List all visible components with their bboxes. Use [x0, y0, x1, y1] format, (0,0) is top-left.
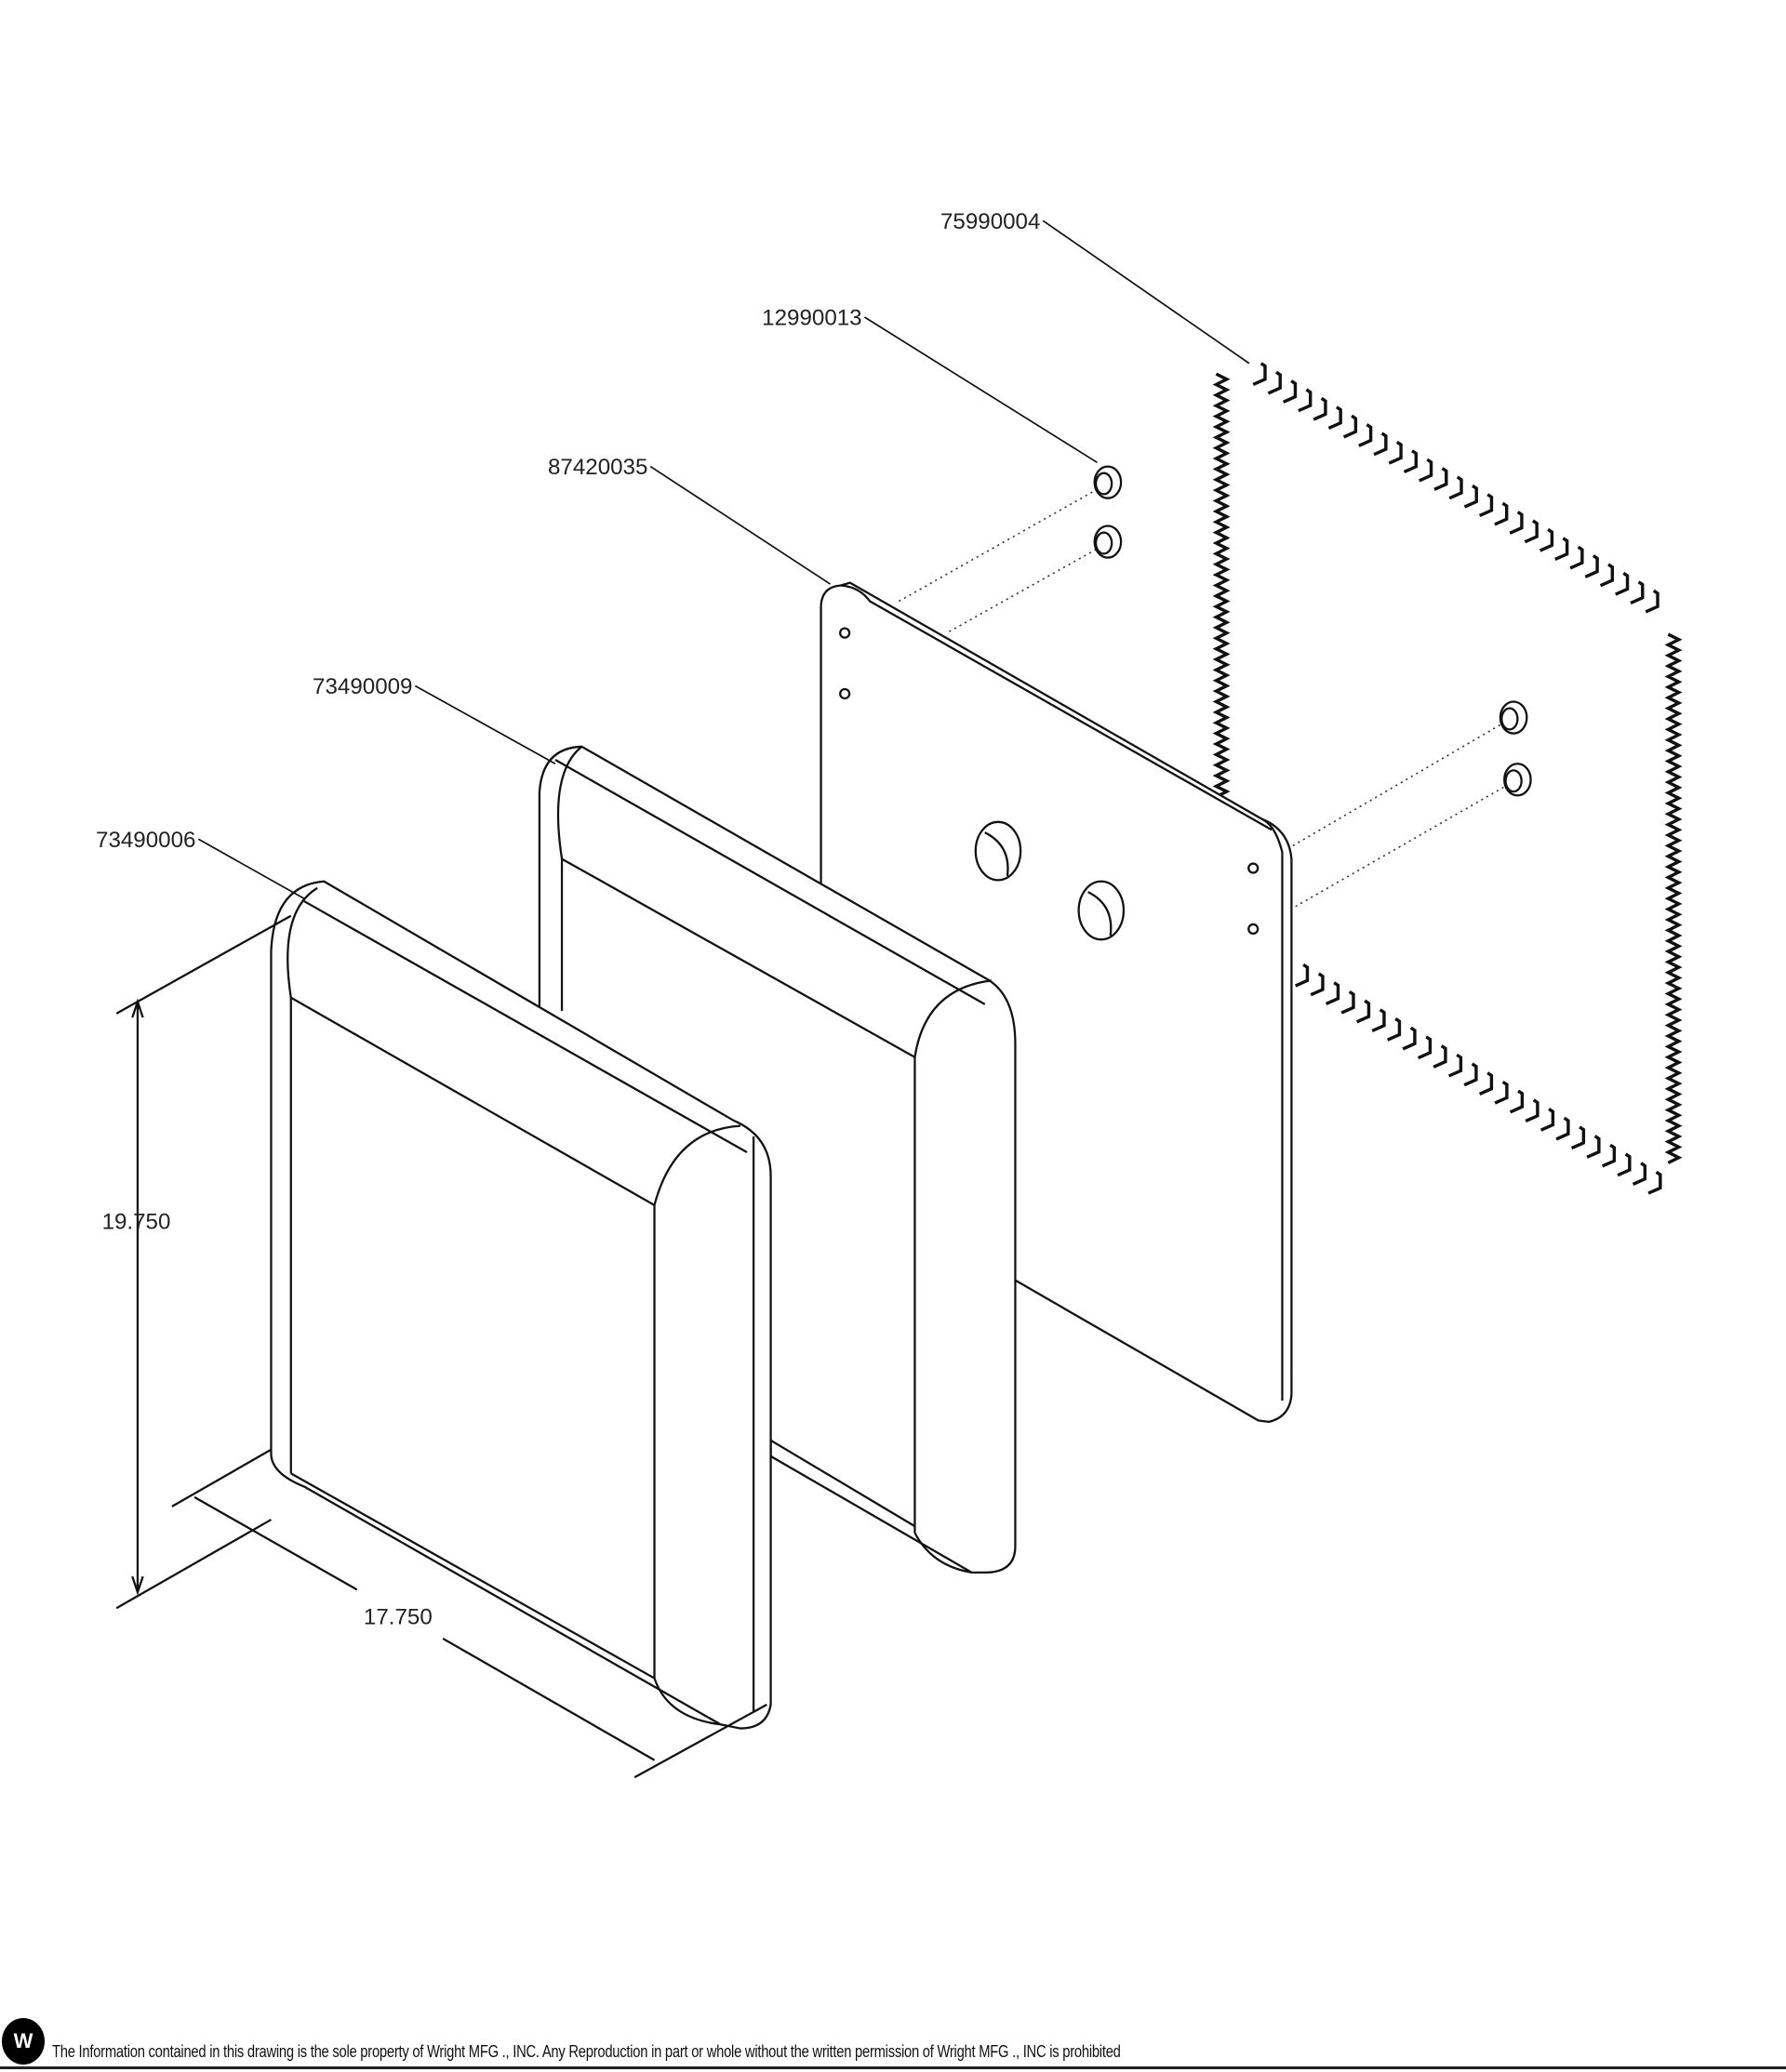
label-seat-cushion: 73490006 — [96, 828, 195, 853]
clip-row-bottom — [1294, 963, 1662, 1195]
footer-rule — [0, 2066, 1786, 2069]
screw-1 — [1093, 465, 1123, 499]
label-screws: 12990013 — [762, 306, 861, 331]
clip-strips — [1212, 362, 1683, 1195]
label-back-cushion: 73490009 — [313, 674, 412, 699]
dimension-width: 17.750 — [364, 1604, 433, 1629]
screw-3 — [1499, 700, 1528, 735]
dimension-height: 19.750 — [102, 1209, 171, 1234]
clip-row-top — [1252, 362, 1659, 614]
label-clips: 75990004 — [940, 209, 1040, 234]
screw-4 — [1503, 763, 1532, 797]
clip-strip-left — [1212, 372, 1231, 809]
screw-2 — [1093, 525, 1123, 559]
label-plate: 87420035 — [548, 455, 647, 480]
screws — [899, 465, 1532, 908]
dimension-lines — [115, 914, 767, 1779]
seat-cushion — [270, 880, 772, 1730]
company-logo: W — [2, 2018, 45, 2065]
clip-strip-right — [1664, 632, 1683, 1164]
copyright-notice: The Information contained in this drawin… — [52, 2042, 1121, 2061]
leader-lines — [197, 219, 1250, 899]
